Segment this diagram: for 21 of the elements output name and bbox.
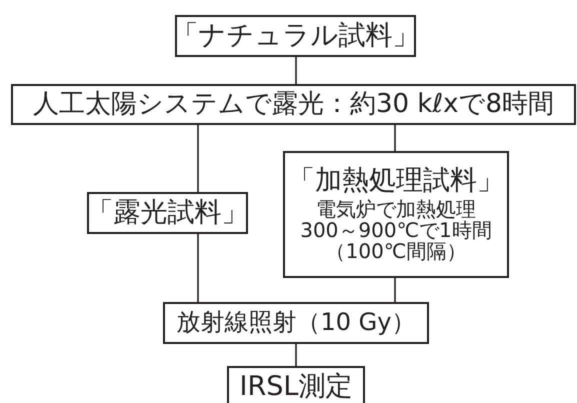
box-label: 人工太陽システムで露光：約30 kℓxで8時間: [32, 90, 554, 118]
process-box: [11, 84, 576, 125]
connector-line: [197, 234, 199, 302]
connector-line: [394, 125, 396, 151]
process-box: [163, 302, 429, 344]
connector-line: [295, 344, 297, 366]
process-box: [87, 192, 248, 234]
box-note: 300～900℃で1時間: [300, 220, 492, 241]
connector-line: [197, 125, 199, 192]
box-label: 「露光試料」: [86, 198, 248, 228]
box-label: 放射線照射（10 Gy）: [176, 310, 416, 336]
process-box: [175, 15, 416, 57]
box-note: 電気炉で加熱処理: [316, 198, 476, 220]
connector-line: [394, 278, 396, 302]
connector-line: [295, 57, 297, 84]
box-label: 「ナチュラル試料」: [172, 22, 420, 50]
process-box: [283, 151, 509, 278]
box-note: （100℃間隔）: [326, 240, 466, 262]
process-box: [227, 366, 365, 403]
box-label: 「加熱処理試料」: [288, 167, 504, 196]
box-label: IRSL測定: [240, 372, 352, 402]
